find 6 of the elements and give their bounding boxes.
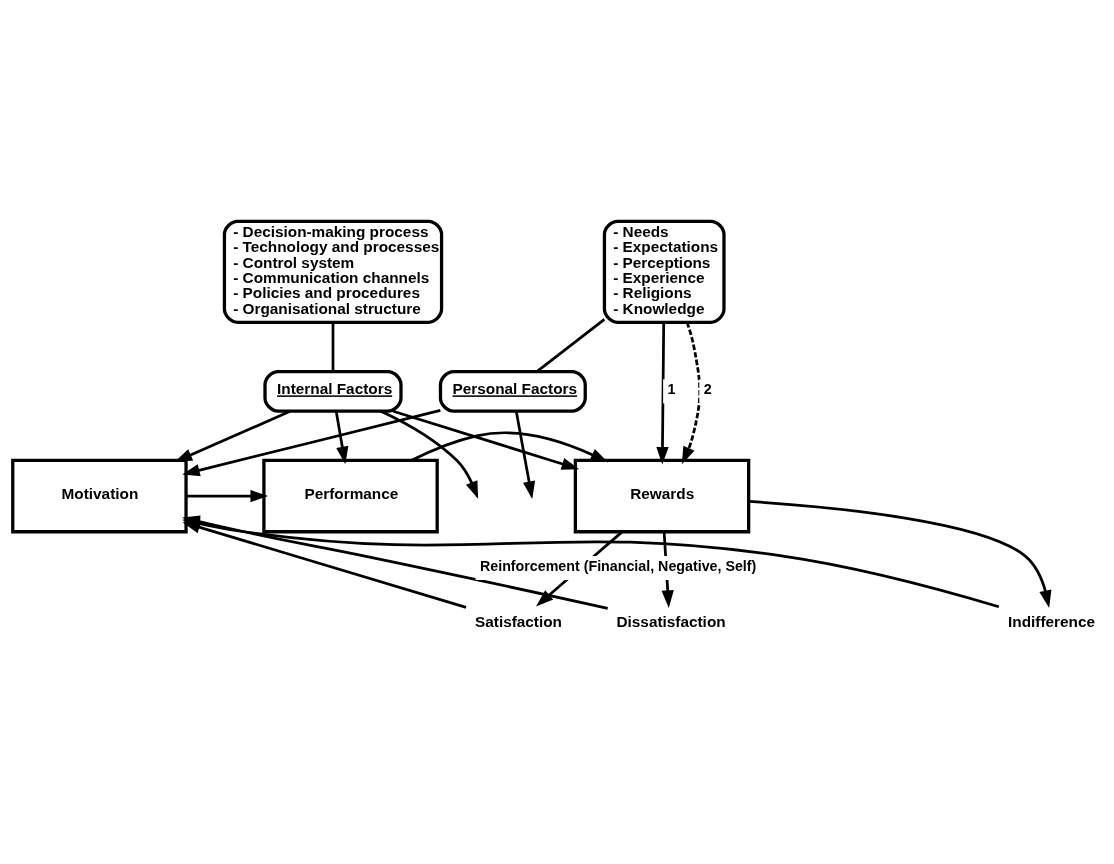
node-text: Satisfaction: [475, 612, 562, 630]
edge-label: 1: [667, 380, 676, 397]
edge-label: 2: [703, 380, 712, 397]
edge-label: Reinforcement (Financial, Negative, Self): [479, 557, 757, 574]
node-text: Indifference: [1008, 612, 1095, 630]
node-text: Dissatisfaction: [616, 612, 726, 630]
